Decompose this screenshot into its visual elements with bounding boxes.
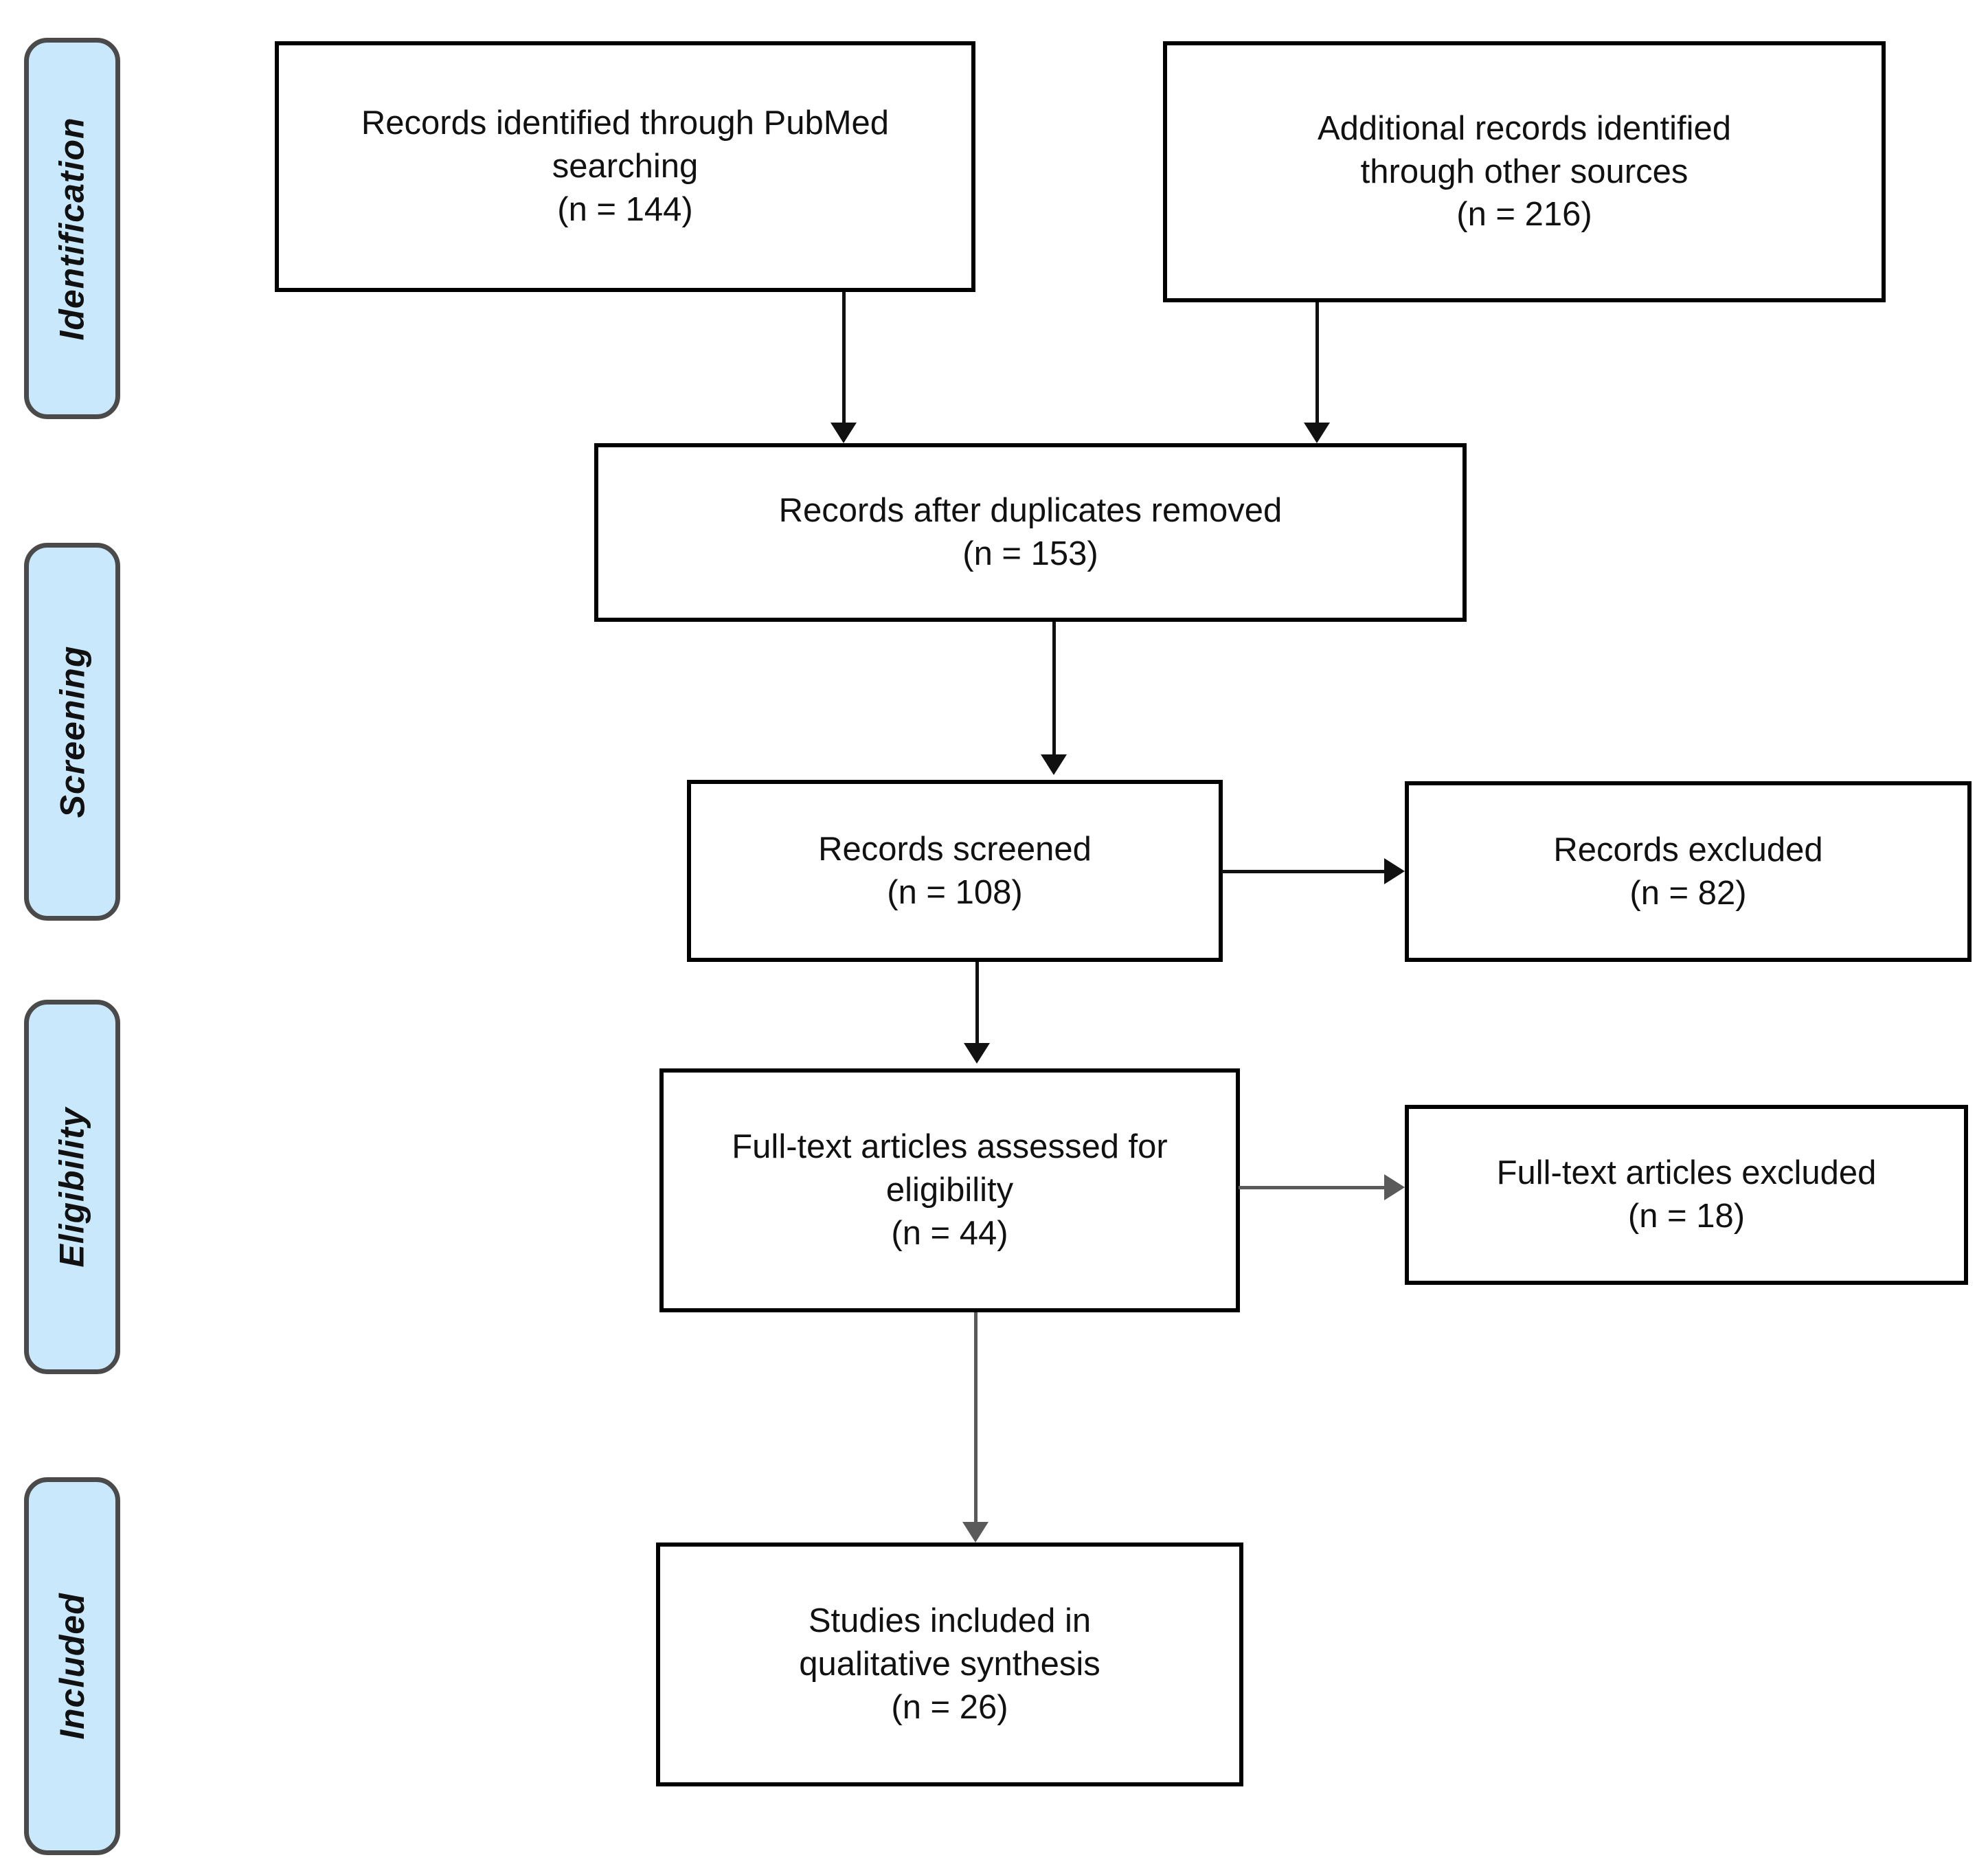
box-line-2: searching [552, 148, 699, 186]
box-count: (n = 216) [1456, 196, 1592, 234]
box-additional-records-other-sources: Additional records identified through ot… [1163, 41, 1886, 302]
box-line-1: Additional records identified [1318, 109, 1731, 147]
box-fulltext-articles-assessed: Full-text articles assessed for eligibil… [659, 1068, 1240, 1312]
arrowhead-screened-to-excluded [1384, 858, 1405, 884]
arrowhead-other-to-duplicates [1304, 423, 1330, 443]
connector-pubmed-to-duplicates [842, 292, 846, 429]
box-count: (n = 26) [891, 1688, 1008, 1726]
stage-label-eligibility: Eligibility [53, 1106, 91, 1268]
box-records-screened: Records screened (n = 108) [687, 780, 1223, 962]
box-records-identified-pubmed: Records identified through PubMed search… [275, 41, 975, 292]
connector-screened-to-excluded [1221, 870, 1386, 873]
box-count: (n = 153) [962, 535, 1098, 572]
box-count: (n = 108) [887, 873, 1023, 911]
box-count: (n = 44) [891, 1214, 1008, 1252]
box-records-after-duplicates-removed: Records after duplicates removed (n = 15… [594, 443, 1467, 622]
box-line-1: Records after duplicates removed [778, 492, 1283, 530]
arrowhead-assessed-to-included [962, 1522, 989, 1543]
arrowhead-pubmed-to-duplicates [831, 423, 857, 443]
box-count: (n = 82) [1629, 874, 1747, 912]
connector-duplicates-to-screened [1052, 622, 1056, 756]
box-line-1: Records excluded [1553, 831, 1823, 868]
box-line-2: through other sources [1360, 153, 1688, 190]
arrowhead-duplicates-to-screened [1041, 754, 1067, 775]
stage-label-included: Included [53, 1593, 92, 1740]
box-line-1: Records identified through PubMed [361, 104, 890, 142]
stage-label-screening: Screening [53, 645, 91, 818]
box-count: (n = 18) [1627, 1198, 1746, 1235]
box-fulltext-articles-excluded: Full-text articles excluded (n = 18) [1405, 1105, 1968, 1285]
arrowhead-screened-to-fulltext [964, 1043, 990, 1064]
connector-assessed-to-fulltext-excluded [1239, 1186, 1386, 1189]
box-studies-included-qualitative-synthesis: Studies included in qualitative synthesi… [656, 1543, 1243, 1786]
stage-pill-identification: Identification [24, 38, 120, 419]
stage-pill-eligibility: Eligibility [24, 1000, 120, 1374]
connector-screened-to-fulltext [975, 962, 979, 1044]
box-line-2: eligibility [885, 1171, 1014, 1209]
stage-pill-included: Included [24, 1477, 120, 1855]
box-line-2: qualitative synthesis [799, 1646, 1100, 1683]
stage-pill-screening: Screening [24, 543, 120, 921]
box-records-excluded: Records excluded (n = 82) [1405, 781, 1972, 962]
box-line-1: Studies included in [808, 1602, 1092, 1640]
box-count: (n = 144) [557, 190, 693, 228]
box-line-1: Records screened [818, 830, 1092, 868]
arrowhead-assessed-to-fulltext-excluded [1384, 1174, 1405, 1200]
box-line-1: Full-text articles assessed for [732, 1128, 1168, 1166]
box-line-1: Full-text articles excluded [1496, 1154, 1877, 1192]
stage-label-identification: Identification [53, 116, 92, 341]
connector-assessed-to-included [974, 1312, 978, 1525]
connector-other-to-duplicates [1315, 302, 1319, 429]
